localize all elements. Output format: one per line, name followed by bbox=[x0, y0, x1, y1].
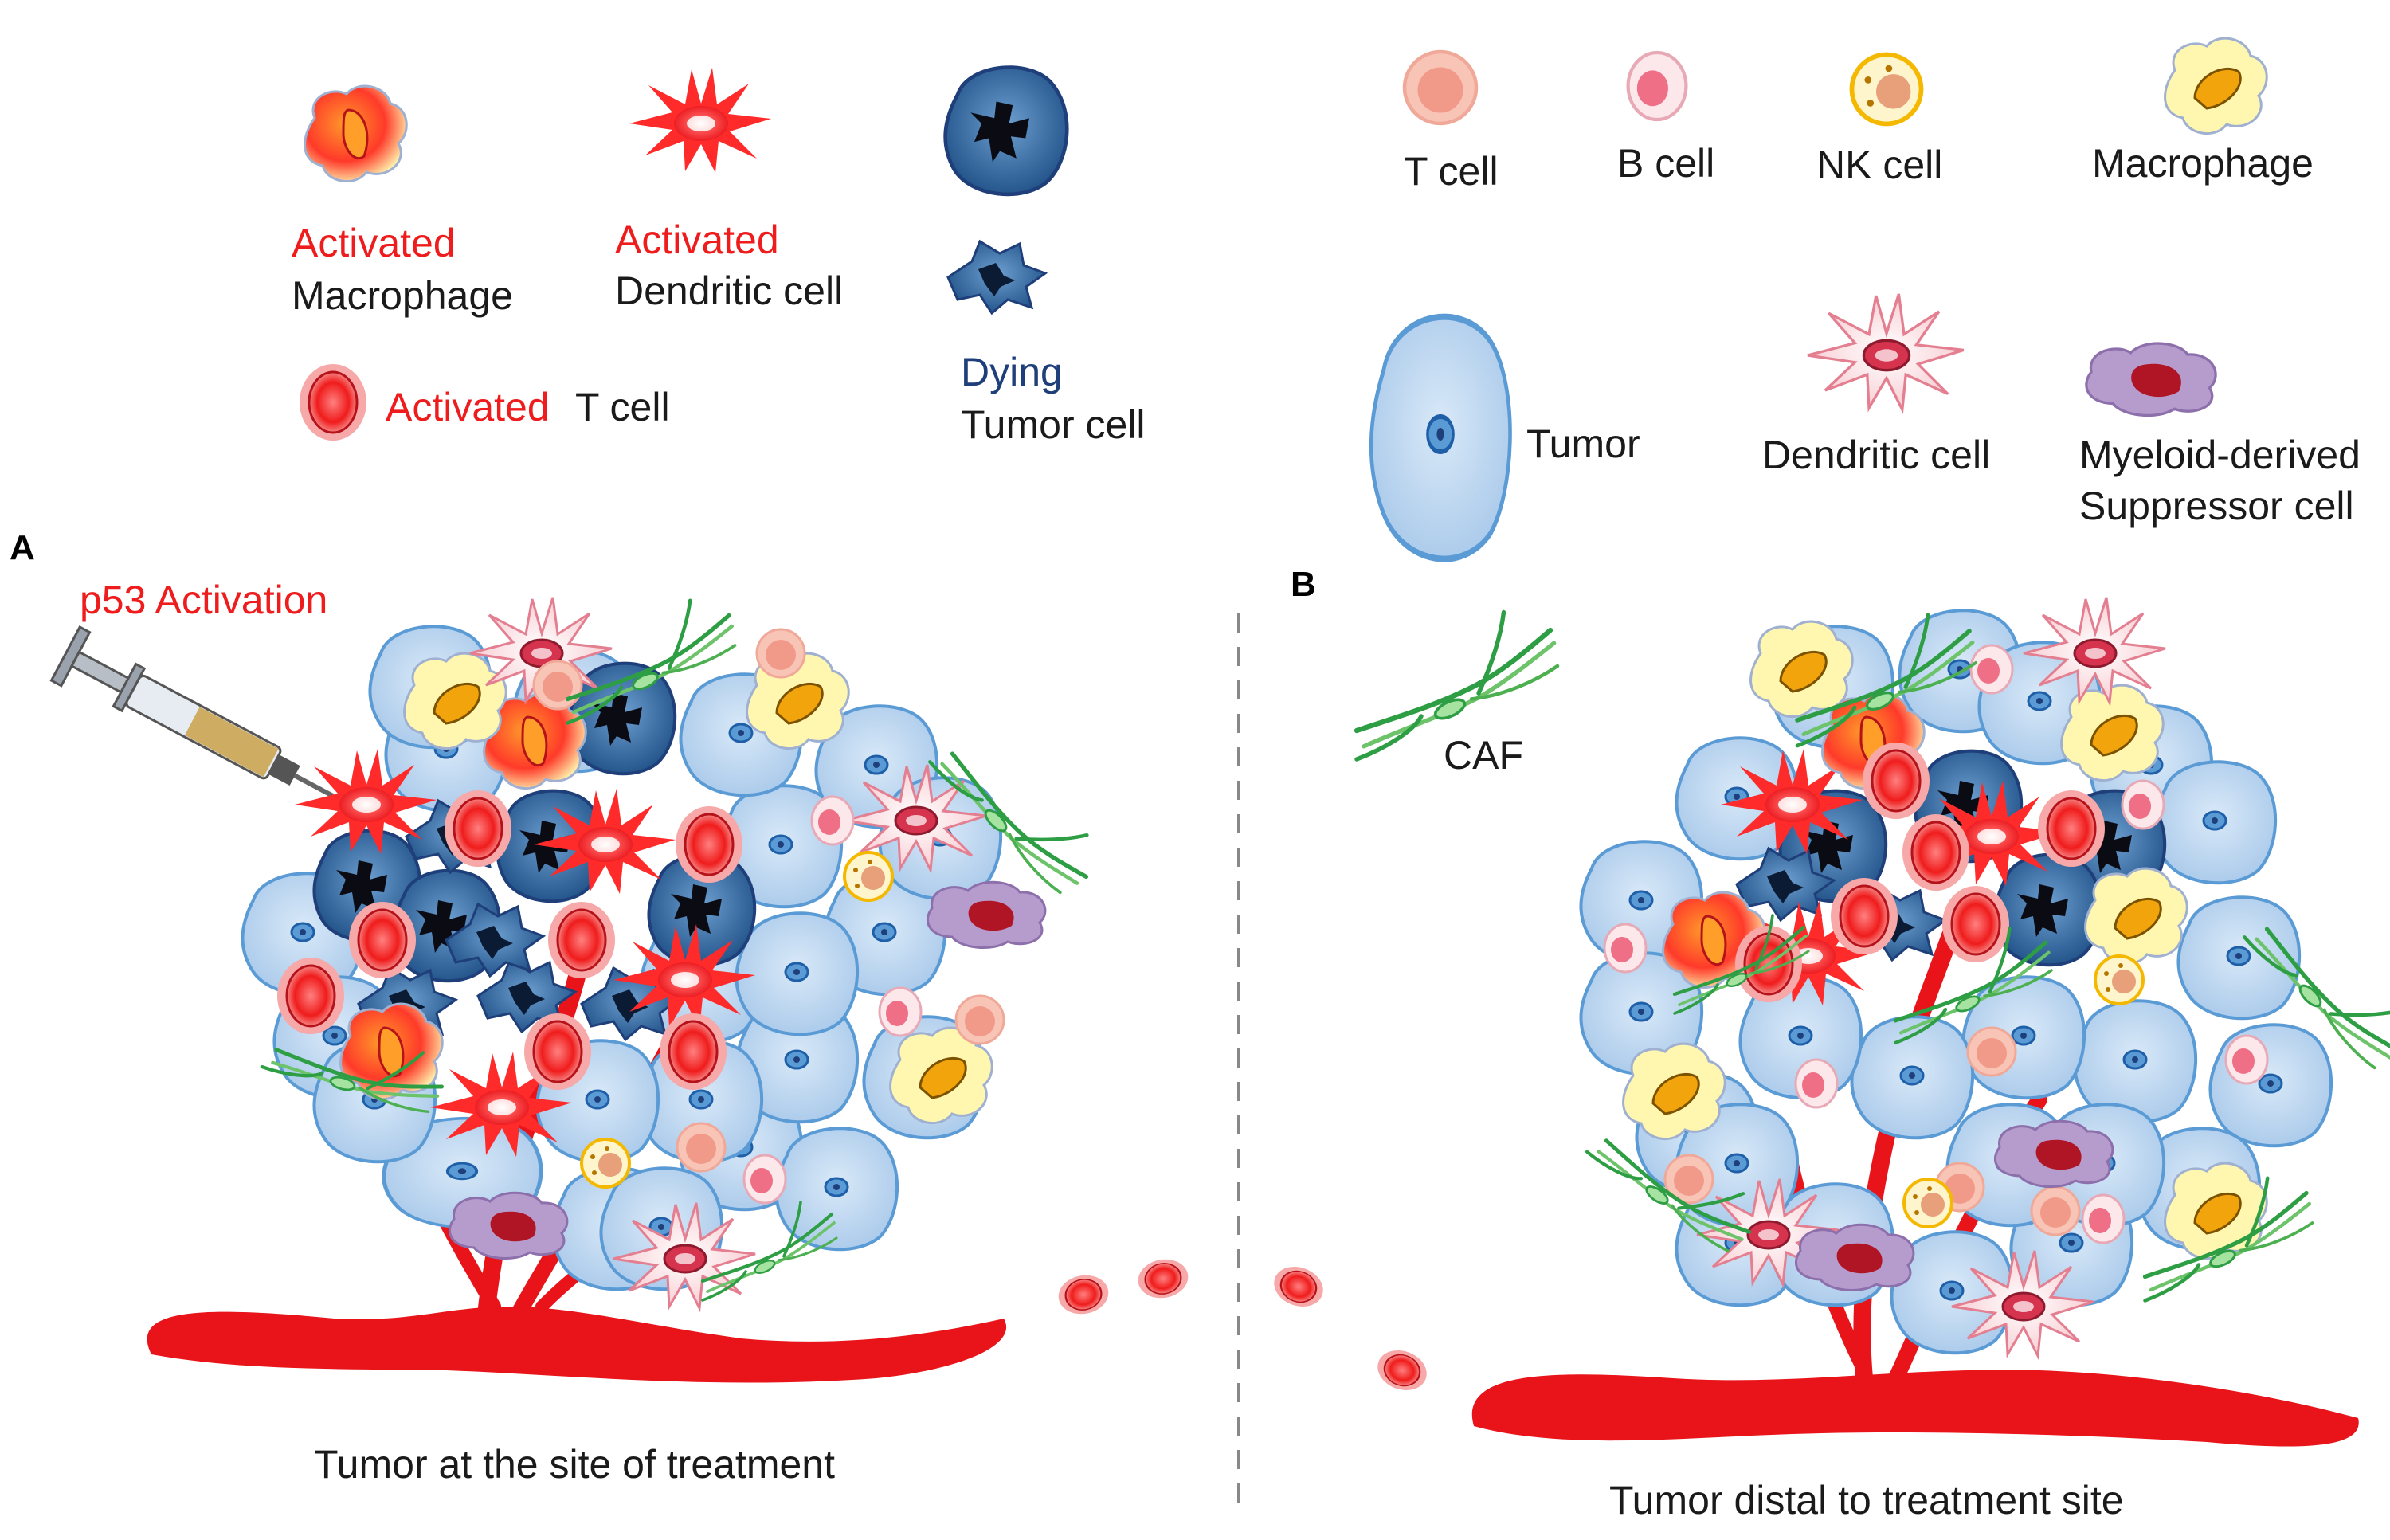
panel-a: p53 Activation bbox=[49, 578, 1433, 1487]
legend-dendritic-label: Dendritic cell bbox=[1762, 433, 1990, 477]
legend-mdsc-line2: Suppressor cell bbox=[2079, 484, 2354, 528]
legend-activated-dendritic-name: Dendritic cell bbox=[615, 268, 843, 313]
legend-activated-tcell-prefix: Activated bbox=[386, 385, 550, 429]
legend-dying-name: Tumor cell bbox=[961, 402, 1146, 447]
panel-b: Tumor distal to treatment site bbox=[1471, 596, 2390, 1522]
panel-a-caption: Tumor at the site of treatment bbox=[314, 1442, 835, 1487]
legend-mdsc-line1: Myeloid-derived bbox=[2079, 433, 2361, 477]
legend-tcell-label: T cell bbox=[1404, 149, 1499, 194]
panel-a-letter: A bbox=[10, 528, 35, 567]
legend-nkcell-label: NK cell bbox=[1816, 143, 1942, 187]
p53-activation-label: p53 Activation bbox=[80, 578, 327, 622]
legend-activated-macrophage-prefix: Activated bbox=[292, 221, 456, 265]
legend-tumor-label: Tumor bbox=[1526, 421, 1640, 466]
syringe-icon bbox=[49, 625, 335, 798]
panel-b-letter: B bbox=[1291, 565, 1316, 604]
legend-right: T cell B cell NK cell Macrophage Tumor D… bbox=[1371, 37, 2361, 558]
legend-macrophage-label: Macrophage bbox=[2092, 141, 2314, 186]
caf-legend: CAF bbox=[1357, 613, 1557, 778]
legend-left: Activated Macrophage Activated Dendritic… bbox=[292, 68, 1146, 447]
legend-activated-dendritic-prefix: Activated bbox=[615, 217, 779, 262]
panel-b-caption: Tumor distal to treatment site bbox=[1609, 1478, 2124, 1522]
legend-activated-macrophage-name: Macrophage bbox=[292, 273, 513, 318]
legend-bcell-label: B cell bbox=[1617, 141, 1714, 186]
legend-activated-tcell-name: T cell bbox=[575, 385, 670, 429]
caf-label: CAF bbox=[1444, 733, 1523, 778]
legend-dying-prefix: Dying bbox=[961, 350, 1063, 394]
